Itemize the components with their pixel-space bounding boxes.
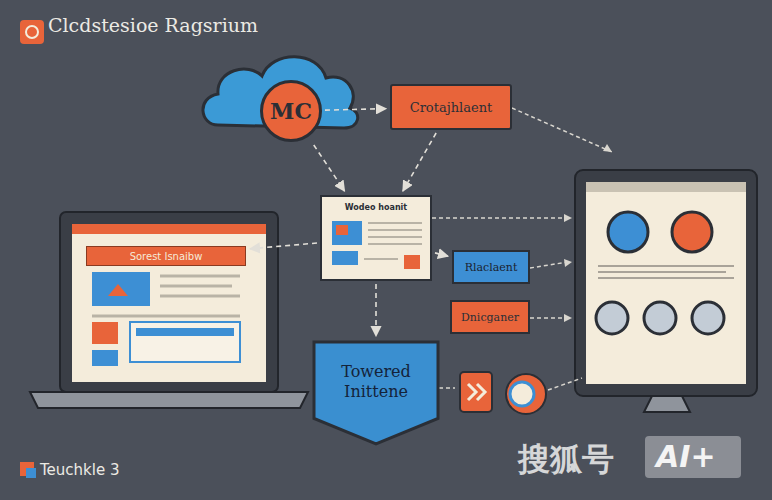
content-card xyxy=(130,322,240,362)
node-label: Crotajhlaent xyxy=(410,100,493,115)
target-icon xyxy=(506,374,546,414)
process-box: Dnicganer xyxy=(450,300,530,334)
app-icon xyxy=(608,212,648,252)
service-circle: MC xyxy=(260,80,322,142)
app-icon xyxy=(672,212,712,252)
process-box: Rlaclaent xyxy=(452,250,530,284)
decor-wires xyxy=(432,108,612,390)
monitor-stand xyxy=(644,396,690,412)
laptop-frame xyxy=(60,212,278,392)
diagram-title: Clcdstesioe Ragsrium xyxy=(48,14,258,36)
node-label: Towered Inittene xyxy=(312,362,440,402)
footer-icon xyxy=(26,468,36,478)
dashed-arrow xyxy=(250,243,317,249)
node-label: Sorest Isnaibw xyxy=(130,251,203,262)
watermark: 搜狐号 xyxy=(518,438,614,482)
content-bar xyxy=(136,328,234,336)
content-block xyxy=(92,272,150,306)
dashed-arrow xyxy=(403,133,436,191)
dashed-arrow xyxy=(325,109,386,111)
dashed-arrow xyxy=(435,253,448,256)
text-lines xyxy=(598,266,734,278)
monitor-frame xyxy=(575,170,757,396)
node-label: Wodeo hoanit xyxy=(345,203,407,212)
laptop-base xyxy=(30,392,308,408)
node-label: Dnicganer xyxy=(461,311,519,324)
content-block xyxy=(92,322,118,344)
laptop-screen xyxy=(72,224,266,382)
play-icon xyxy=(460,372,492,412)
target-ring xyxy=(510,382,534,406)
header-bar: Sorest Isnaibw xyxy=(86,246,246,266)
text-lines xyxy=(92,276,240,316)
watermark-box xyxy=(645,436,741,478)
node-label: MC xyxy=(270,98,312,124)
watermark-badge: AI+ xyxy=(656,439,716,474)
process-box: Crotajhlaent xyxy=(390,84,512,130)
browser-bar xyxy=(586,182,746,192)
window-box: Wodeo hoanit xyxy=(320,195,432,281)
browser-bar xyxy=(72,224,266,234)
play-glyph xyxy=(468,384,485,400)
footer-label: Teuchkle 3 xyxy=(40,461,120,479)
content-block xyxy=(92,350,118,366)
content-glyph xyxy=(108,284,128,296)
monitor-screen xyxy=(586,182,746,384)
pentagon-node: Towered Inittene xyxy=(312,340,440,446)
icon-glyph xyxy=(26,26,38,38)
app-icons xyxy=(596,302,724,334)
dashed-arrow xyxy=(375,284,377,336)
decor-heads xyxy=(564,144,612,322)
node-label: Rlaclaent xyxy=(465,261,518,274)
title-icon xyxy=(20,20,44,44)
dashed-arrow xyxy=(314,145,345,191)
